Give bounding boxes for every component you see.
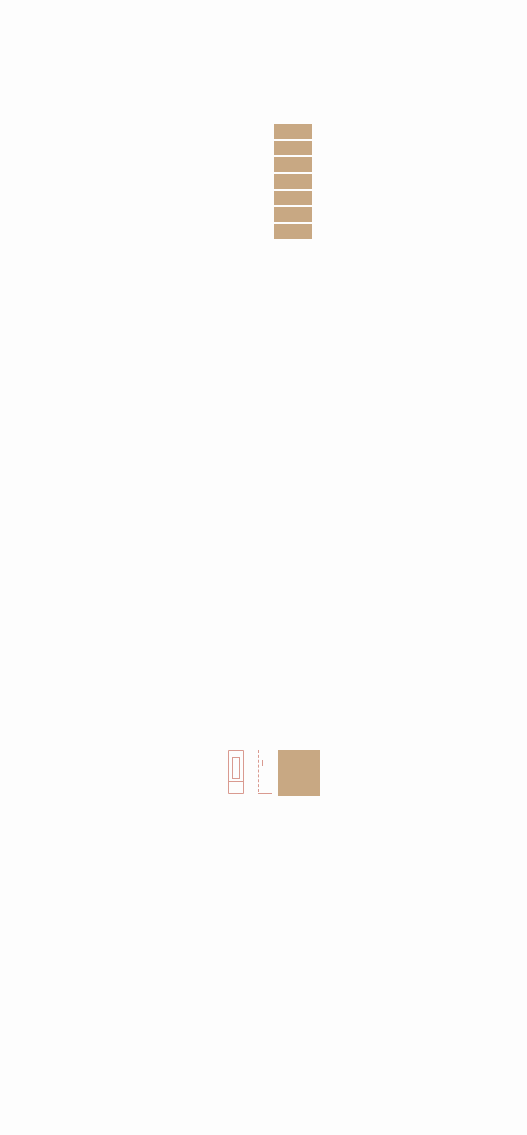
phone-divider [229, 781, 243, 782]
menu-item-6[interactable] [274, 207, 312, 223]
menu-item-1[interactable] [274, 124, 312, 139]
phone-screen [232, 757, 240, 779]
menu-item-4[interactable] [274, 174, 312, 189]
menu-item-2[interactable] [274, 140, 312, 156]
phone-icon[interactable] [228, 750, 244, 794]
menu-item-5[interactable] [274, 190, 312, 206]
document-mark [262, 760, 263, 766]
color-swatch[interactable] [278, 750, 320, 796]
menu-item-7[interactable] [274, 224, 312, 239]
document-icon[interactable] [256, 750, 274, 796]
menu-item-3[interactable] [274, 157, 312, 173]
document-edge [258, 750, 259, 792]
bottom-toolbar [226, 750, 322, 796]
menu-stack [274, 124, 312, 239]
document-base [258, 793, 272, 794]
